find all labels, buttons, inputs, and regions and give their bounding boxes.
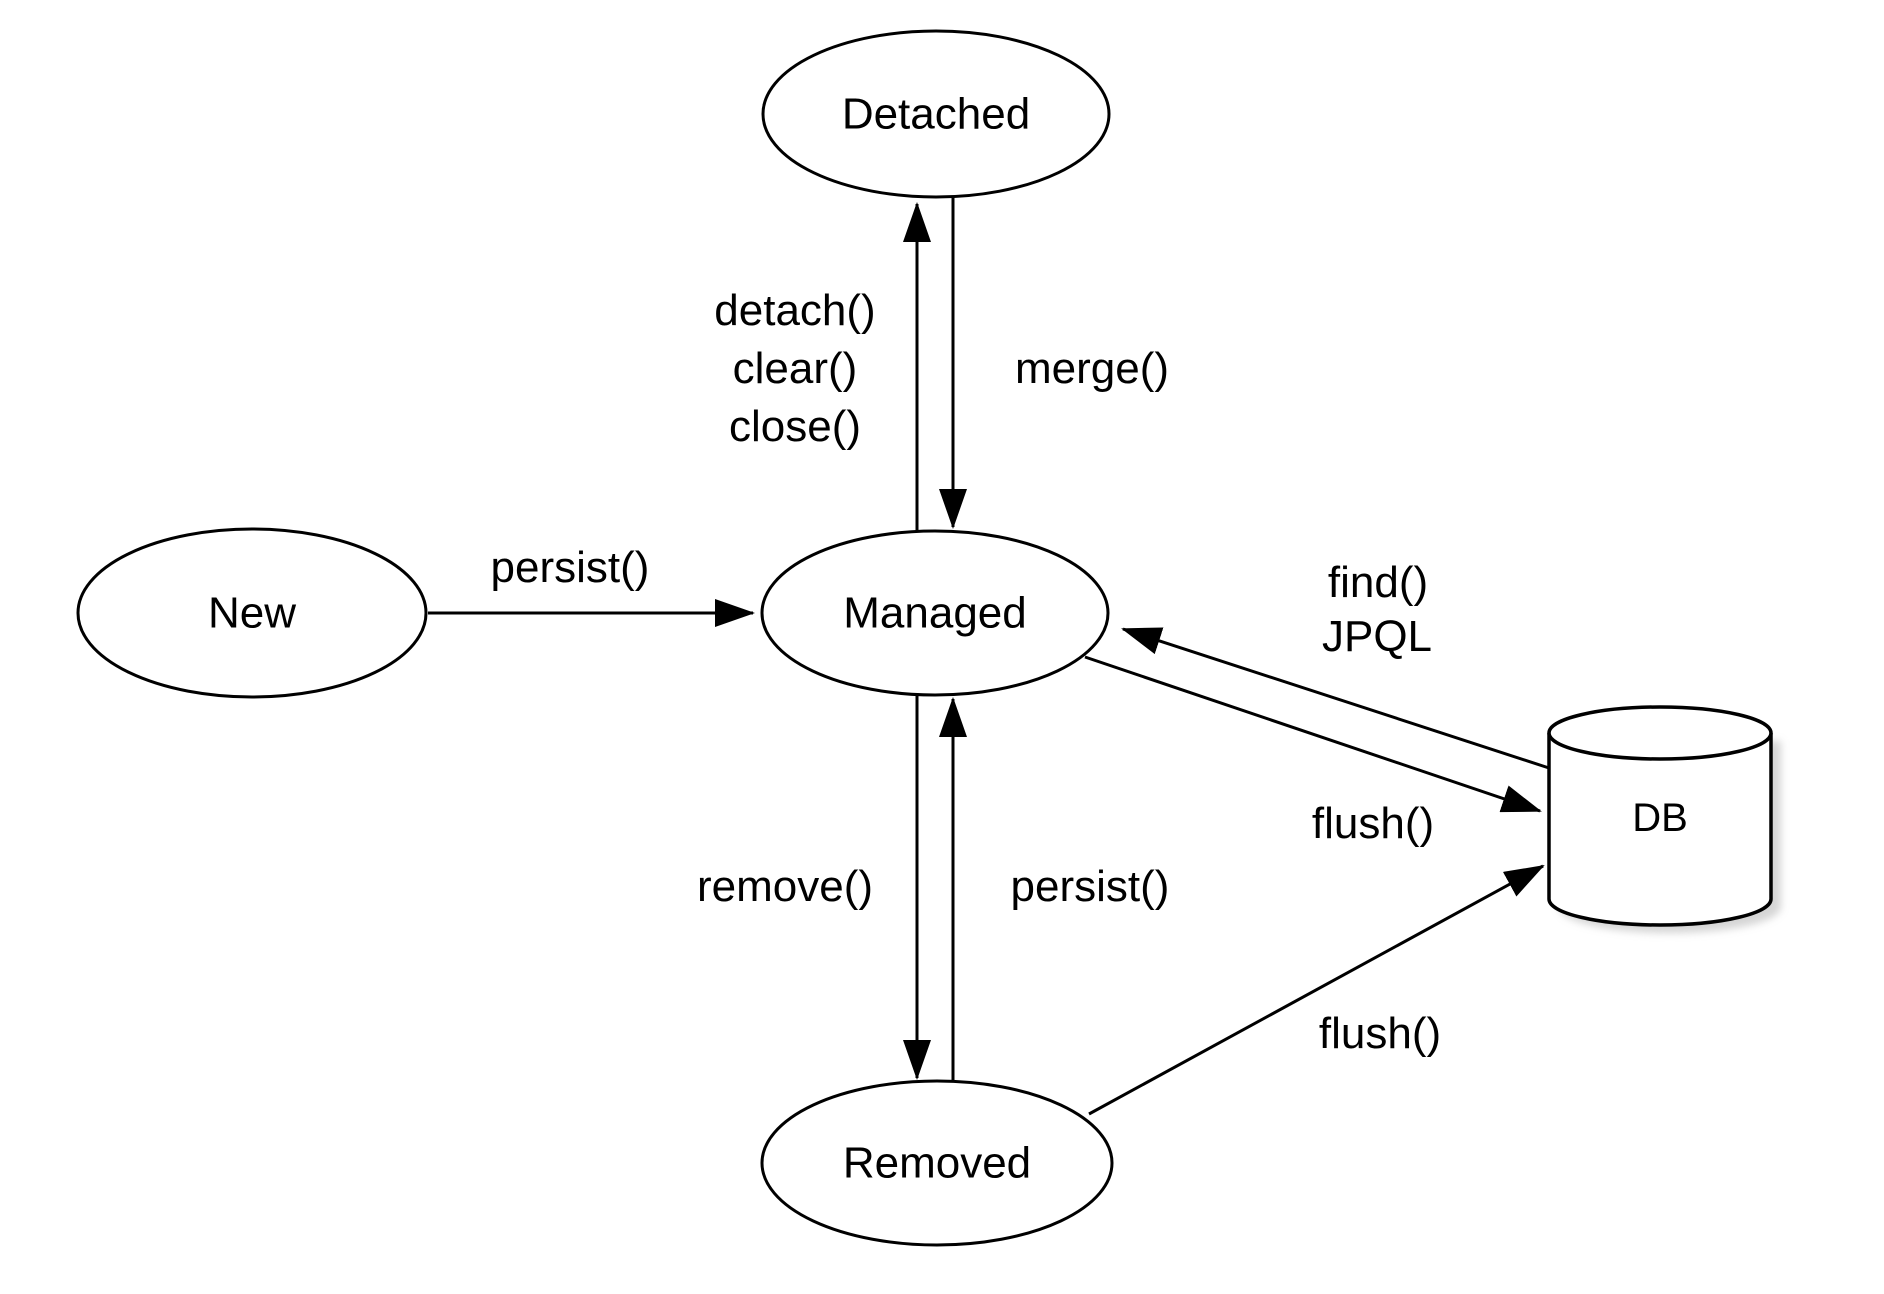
edge-label-remove: remove(): [697, 862, 873, 911]
edge-label-close: close(): [729, 402, 861, 451]
arrow-db-to-managed: [1121, 627, 1550, 770]
db-label: DB: [1632, 796, 1688, 840]
node-new: New: [76, 527, 428, 699]
node-removed: Removed: [760, 1079, 1114, 1247]
edge-db-to-managed: find() JPQL: [1121, 558, 1550, 770]
edge-detached-to-managed: merge(): [939, 197, 1169, 529]
edge-label-flush-removed: flush(): [1319, 1009, 1441, 1058]
detached-ellipse: [761, 29, 1111, 199]
removed-ellipse: [760, 1079, 1114, 1247]
edge-label-jpql: JPQL: [1322, 612, 1432, 661]
edge-removed-to-db: flush(): [1088, 864, 1545, 1116]
edge-label-merge: merge(): [1015, 344, 1169, 393]
arrow-managed-to-db: [1084, 655, 1542, 813]
edge-managed-to-db: flush(): [1084, 655, 1542, 848]
edge-label-detach: detach(): [714, 286, 875, 335]
edge-managed-to-removed: remove(): [697, 695, 931, 1080]
node-db: DB: [1547, 705, 1781, 933]
managed-ellipse: [760, 529, 1110, 697]
edge-managed-to-detached: detach() clear() close(): [714, 202, 931, 531]
node-managed: Managed: [760, 529, 1110, 697]
removed-label: Removed: [843, 1139, 1031, 1188]
new-ellipse: [76, 527, 428, 699]
edge-label-persist-new: persist(): [491, 543, 650, 592]
arrow-removed-to-db: [1088, 864, 1545, 1116]
edge-new-to-managed: persist(): [428, 543, 755, 627]
db-cylinder-body: [1547, 733, 1773, 927]
edge-label-persist-removed: persist(): [1011, 862, 1170, 911]
edge-label-flush-managed: flush(): [1312, 799, 1434, 848]
detached-label: Detached: [842, 90, 1030, 139]
new-label: New: [208, 589, 296, 638]
edge-label-find: find(): [1328, 558, 1428, 607]
edge-label-clear: clear(): [733, 344, 858, 393]
node-detached: Detached: [761, 29, 1111, 199]
edge-removed-to-managed: persist(): [939, 697, 1170, 1081]
managed-label: Managed: [843, 589, 1026, 638]
db-cylinder-top: [1547, 705, 1773, 761]
